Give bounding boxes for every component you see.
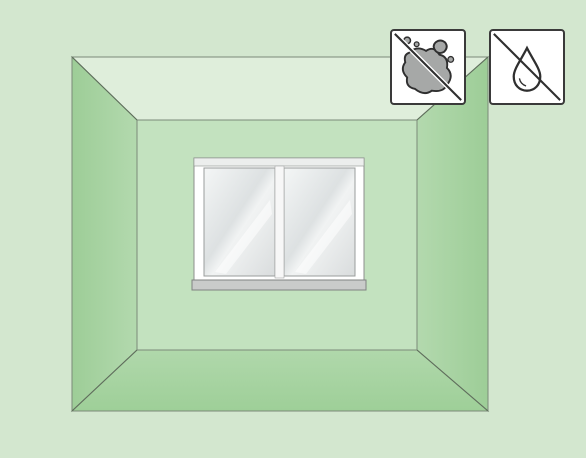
no-dust-badge [390,29,466,105]
window [192,158,366,290]
window-sill [192,280,366,290]
no-dust-icon [392,31,464,103]
no-water-badge [489,29,565,105]
no-water-icon [491,31,563,103]
floor [72,350,488,411]
